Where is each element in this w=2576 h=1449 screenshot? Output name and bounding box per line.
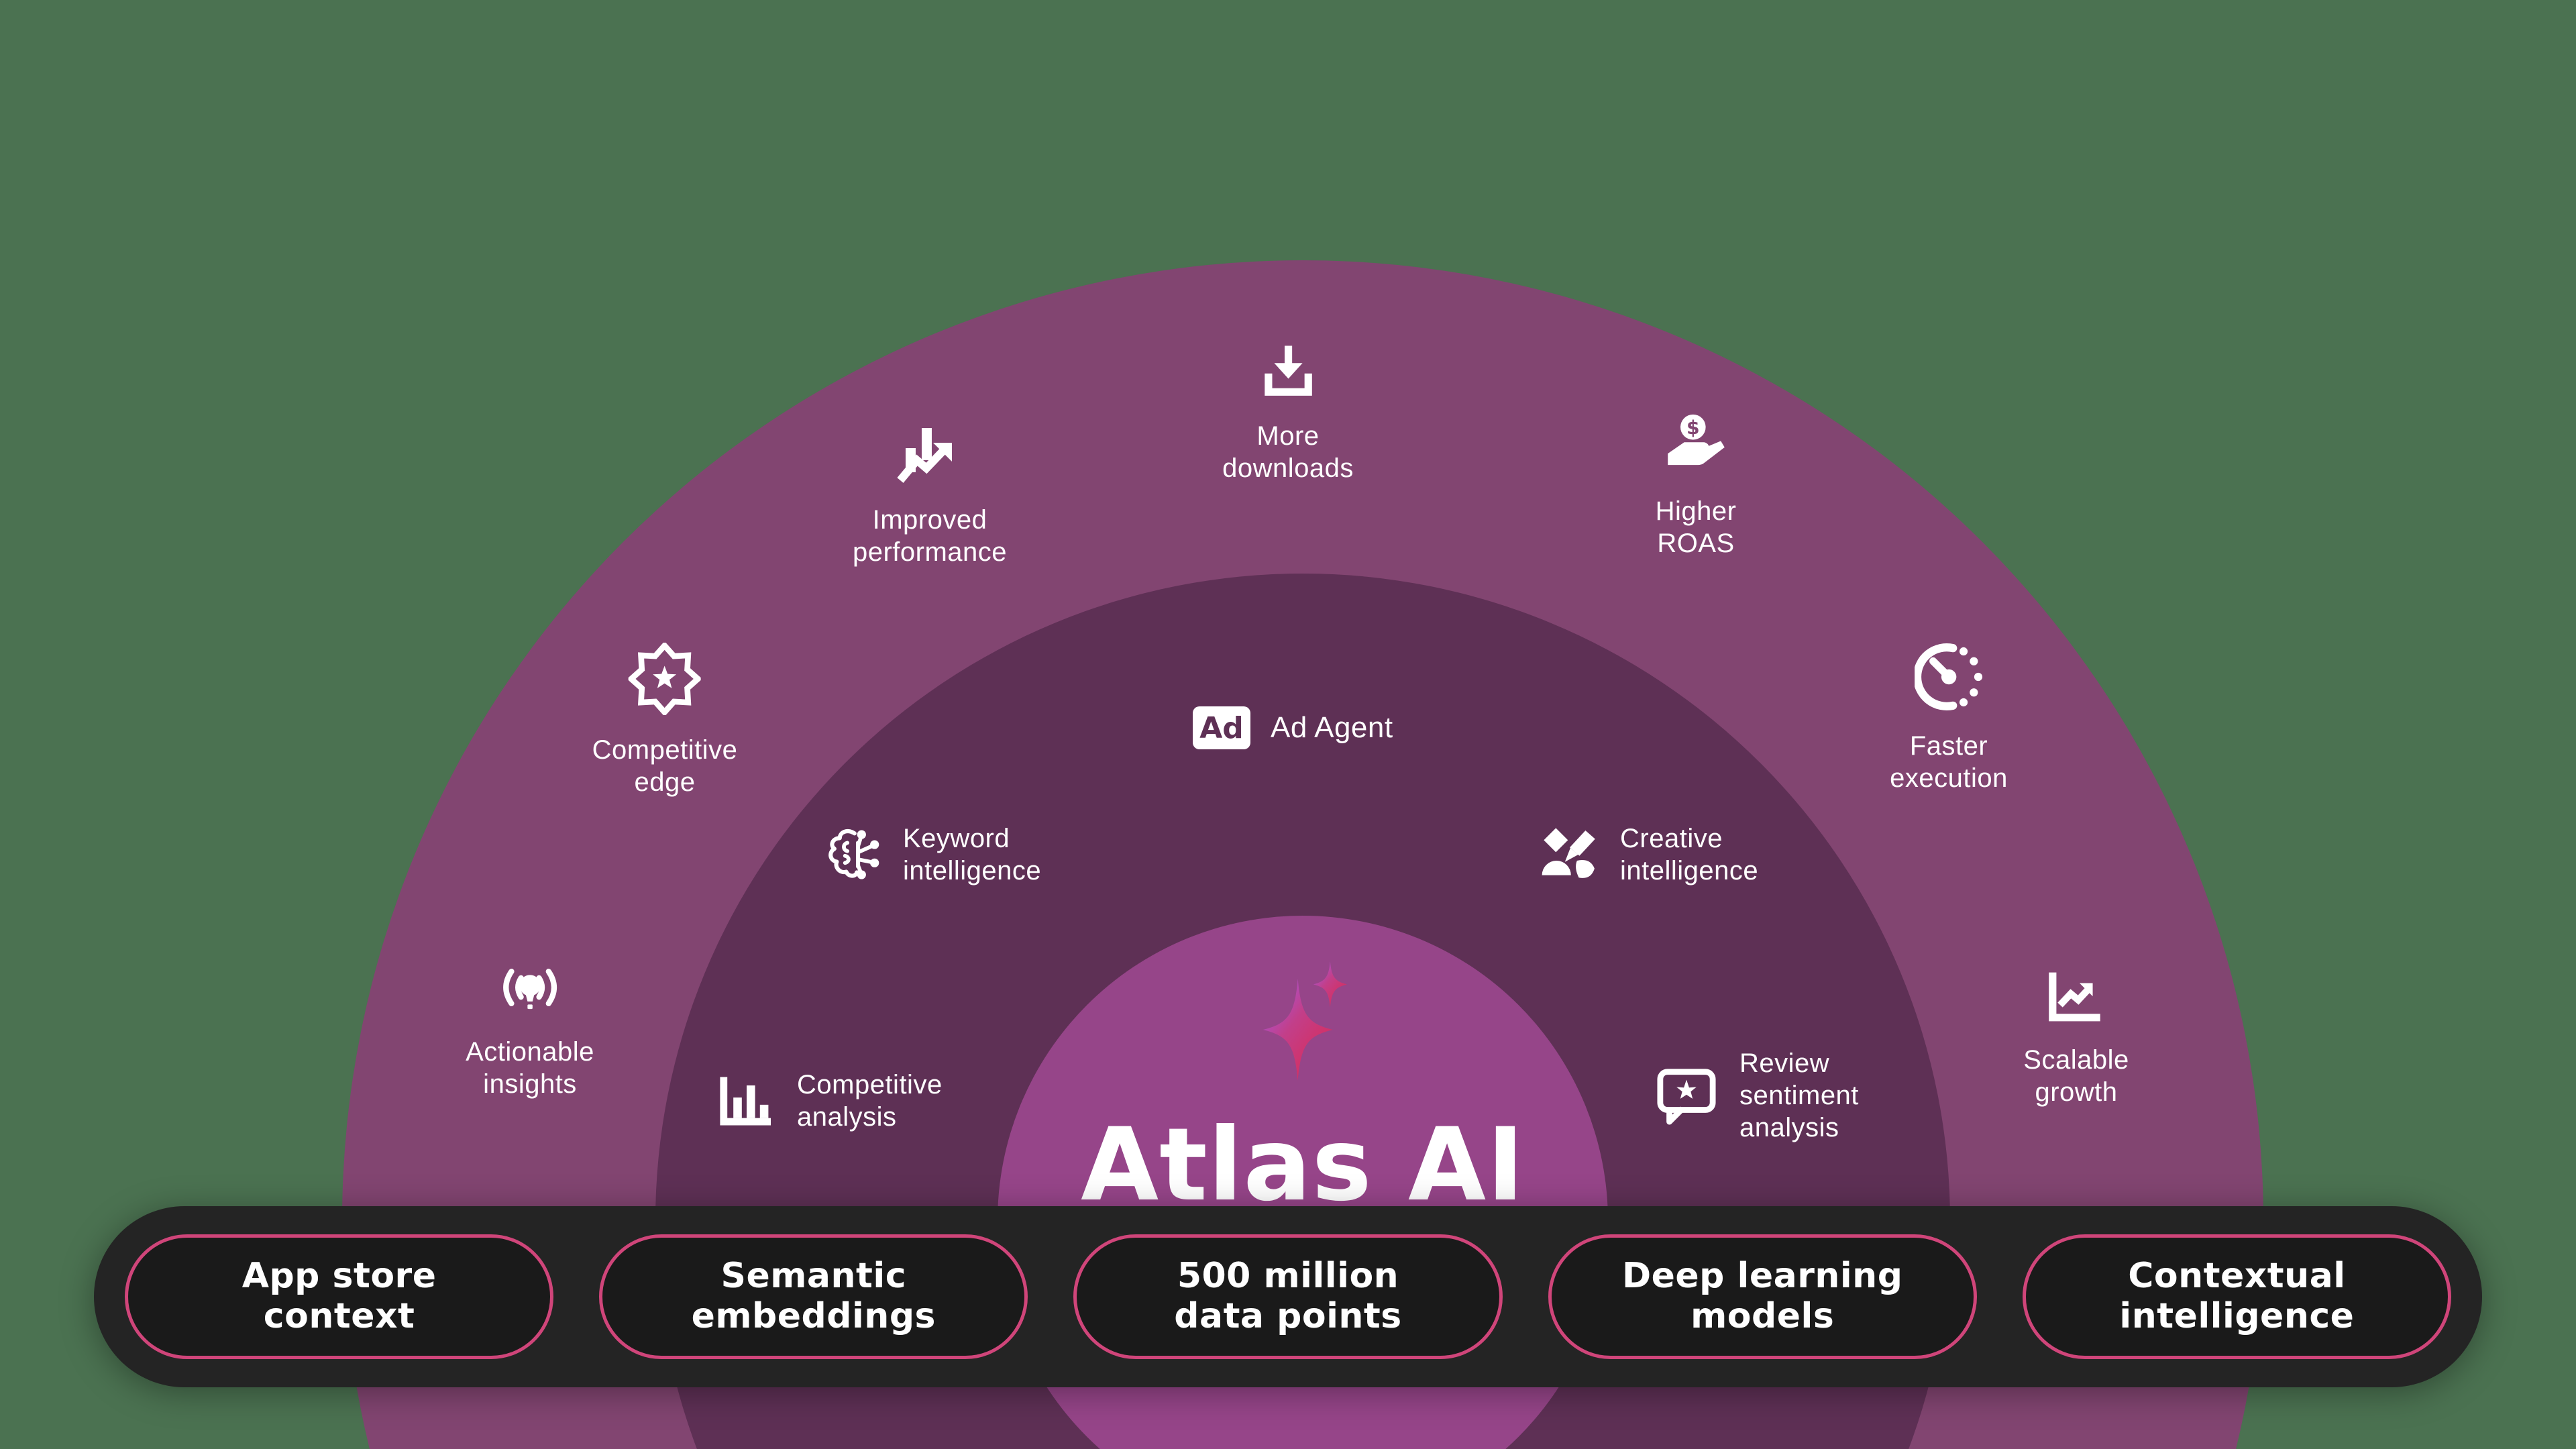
actionable-insights-icon	[503, 969, 557, 1010]
pill-contextual-intelligence: Contextual intelligence	[2022, 1234, 2452, 1359]
outer-item-more-downloads: More downloads	[1222, 343, 1354, 484]
competitive-edge-icon	[628, 643, 701, 715]
outer-item-scalable-growth: Scalable growth	[2023, 969, 2129, 1108]
mid-item-competitive-analysis: Competitive analysis	[716, 1069, 943, 1133]
mid-item-review-sentiment: Review sentiment analysis	[1654, 1047, 1859, 1144]
svg-text:$: $	[1686, 417, 1700, 439]
ad-agent-label: Ad Agent	[1271, 711, 1393, 744]
sparkle-icon	[1263, 961, 1347, 1081]
mid-item-label: Review sentiment analysis	[1739, 1049, 1859, 1142]
outer-item-faster-execution: Faster execution	[1890, 643, 2008, 794]
mid-item-label: Creative intelligence	[1620, 824, 1759, 885]
outer-item-competitive-edge: Competitive edge	[592, 643, 738, 798]
outer-item-label: Competitive edge	[592, 735, 738, 797]
wordmark: Atlas AI	[1081, 1107, 1525, 1224]
ad-badge-icon: Ad	[1193, 706, 1250, 749]
improved-performance-icon	[897, 428, 952, 483]
more-downloads-icon	[1265, 345, 1312, 396]
scalable-growth-icon	[2048, 972, 2100, 1022]
outer-item-actionable-insights: Actionable insights	[466, 966, 594, 1100]
creative-intelligence-icon	[1542, 828, 1595, 878]
outer-item-label: Improved performance	[852, 505, 1008, 567]
keyword-intelligence-icon	[828, 829, 879, 879]
atlas-ai-logo: Atlas AI	[1081, 954, 1525, 1216]
outer-item-label: Actionable insights	[466, 1037, 594, 1099]
outer-item-label: Scalable growth	[2023, 1045, 2129, 1107]
faster-execution-icon	[1914, 643, 1982, 710]
mid-item-label: Competitive analysis	[797, 1070, 943, 1132]
mid-item-label: Keyword intelligence	[903, 824, 1042, 885]
pill-app-store-context: App store context	[125, 1234, 554, 1359]
review-sentiment-icon	[1657, 1069, 1716, 1125]
competitive-analysis-icon	[720, 1077, 771, 1126]
mid-item-keyword-intelligence: Keyword intelligence	[824, 822, 1041, 887]
pill-deep-learning-models: Deep learning models	[1548, 1234, 1977, 1359]
mid-item-creative-intelligence: Creative intelligence	[1540, 822, 1758, 887]
higher-roas-icon: $	[1668, 414, 1725, 466]
mid-item-ad-agent: Ad Ad Agent	[1193, 706, 1393, 749]
outer-item-label: More downloads	[1222, 421, 1354, 483]
outer-item-higher-roas: $ Higher ROAS	[1656, 413, 1737, 559]
outer-item-label: Higher ROAS	[1655, 496, 1737, 558]
outer-item-improved-performance: Improved performance	[853, 421, 1007, 568]
pill-500-million-data-points: 500 million data points	[1073, 1234, 1503, 1359]
outer-item-label: Faster execution	[1890, 731, 2008, 793]
foundation-bar: App store context Semantic embeddings 50…	[94, 1206, 2482, 1387]
pill-semantic-embeddings: Semantic embeddings	[599, 1234, 1028, 1359]
